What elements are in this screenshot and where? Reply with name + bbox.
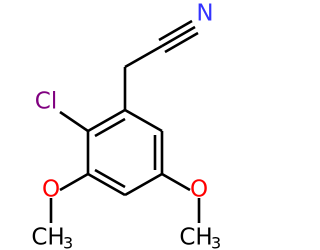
oxygen-left-label: O xyxy=(42,177,60,203)
ch2-cn-bond xyxy=(124,44,163,69)
methyl-right-main-label: CH xyxy=(179,225,212,250)
chlorine-label: Cl xyxy=(35,89,57,115)
c5-o-bond xyxy=(161,172,191,192)
oxygen-right-label: O xyxy=(190,177,208,203)
ring-double-c3-c4 xyxy=(94,168,126,189)
nitrile-bond-3 xyxy=(164,31,199,54)
methyl-right-subscript: 3 xyxy=(211,234,221,250)
c2-cl-bond xyxy=(59,110,89,133)
ring-double-c1-c2 xyxy=(94,117,126,138)
nitrogen-label: N xyxy=(196,1,213,27)
ring-bond-c3-c4 xyxy=(87,172,126,197)
c3-o-bond xyxy=(59,172,89,192)
nitrile-bond-1 xyxy=(161,25,196,48)
ring-bond-c1-c2 xyxy=(87,108,126,133)
ring-bond-c4-c5 xyxy=(124,172,163,197)
bonds xyxy=(49,19,201,223)
methyl-left-main-label: CH xyxy=(31,225,64,250)
methyl-left-subscript: 3 xyxy=(63,234,73,250)
chemical-structure: N Cl O O CH 3 CH 3 xyxy=(31,1,221,250)
nitrile-bond-2 xyxy=(158,19,193,42)
ring-bond-c6-c1 xyxy=(124,108,163,133)
